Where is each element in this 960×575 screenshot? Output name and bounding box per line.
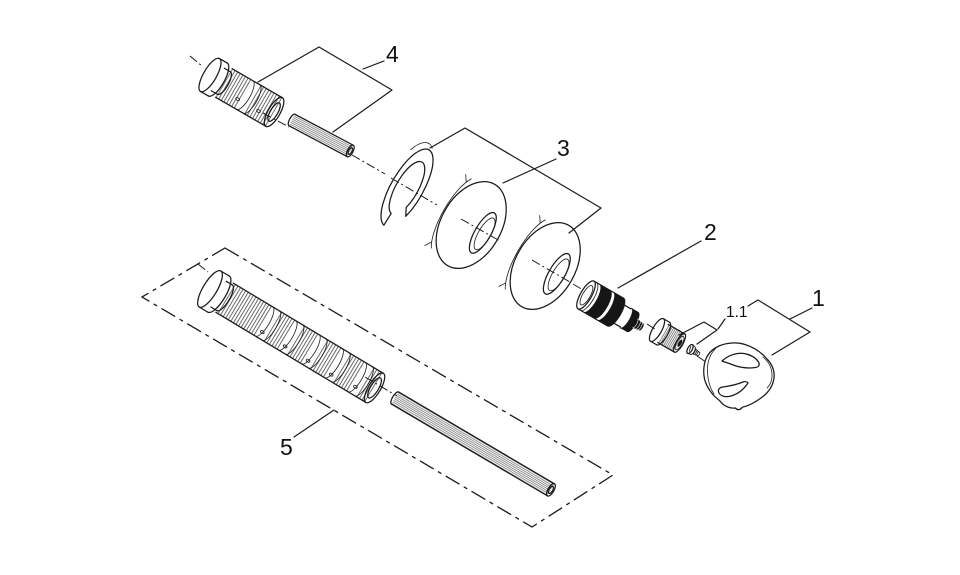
long-splined-rod bbox=[390, 391, 556, 497]
callout-5-label: 5 bbox=[280, 434, 293, 460]
callout-5-leader bbox=[293, 409, 335, 438]
extension-body bbox=[198, 57, 285, 128]
escutcheon-front bbox=[424, 174, 507, 270]
splined-rod bbox=[287, 113, 355, 158]
callout-1-leader bbox=[747, 299, 813, 356]
screw bbox=[686, 343, 701, 356]
callout-1-label: 1 bbox=[812, 285, 825, 311]
callout-2-leader bbox=[617, 240, 702, 289]
escutcheon-back bbox=[498, 215, 581, 311]
long-extension-body bbox=[197, 270, 386, 404]
callout-4-label: 4 bbox=[386, 41, 399, 67]
callout-1-1-label: 1.1 bbox=[726, 304, 748, 321]
axis-centerlines bbox=[189, 55, 707, 397]
callout-3-label: 3 bbox=[557, 135, 570, 161]
retaining-ring bbox=[380, 142, 434, 226]
handle-knob bbox=[703, 342, 775, 411]
callout-3-leader bbox=[429, 127, 602, 234]
kit-frame-border bbox=[140, 247, 615, 528]
adapter bbox=[648, 317, 687, 353]
callout-4-leader bbox=[257, 46, 393, 133]
callout-2-label: 2 bbox=[704, 219, 717, 245]
callout-1-1-leader bbox=[678, 318, 726, 345]
cartridge bbox=[576, 280, 644, 333]
